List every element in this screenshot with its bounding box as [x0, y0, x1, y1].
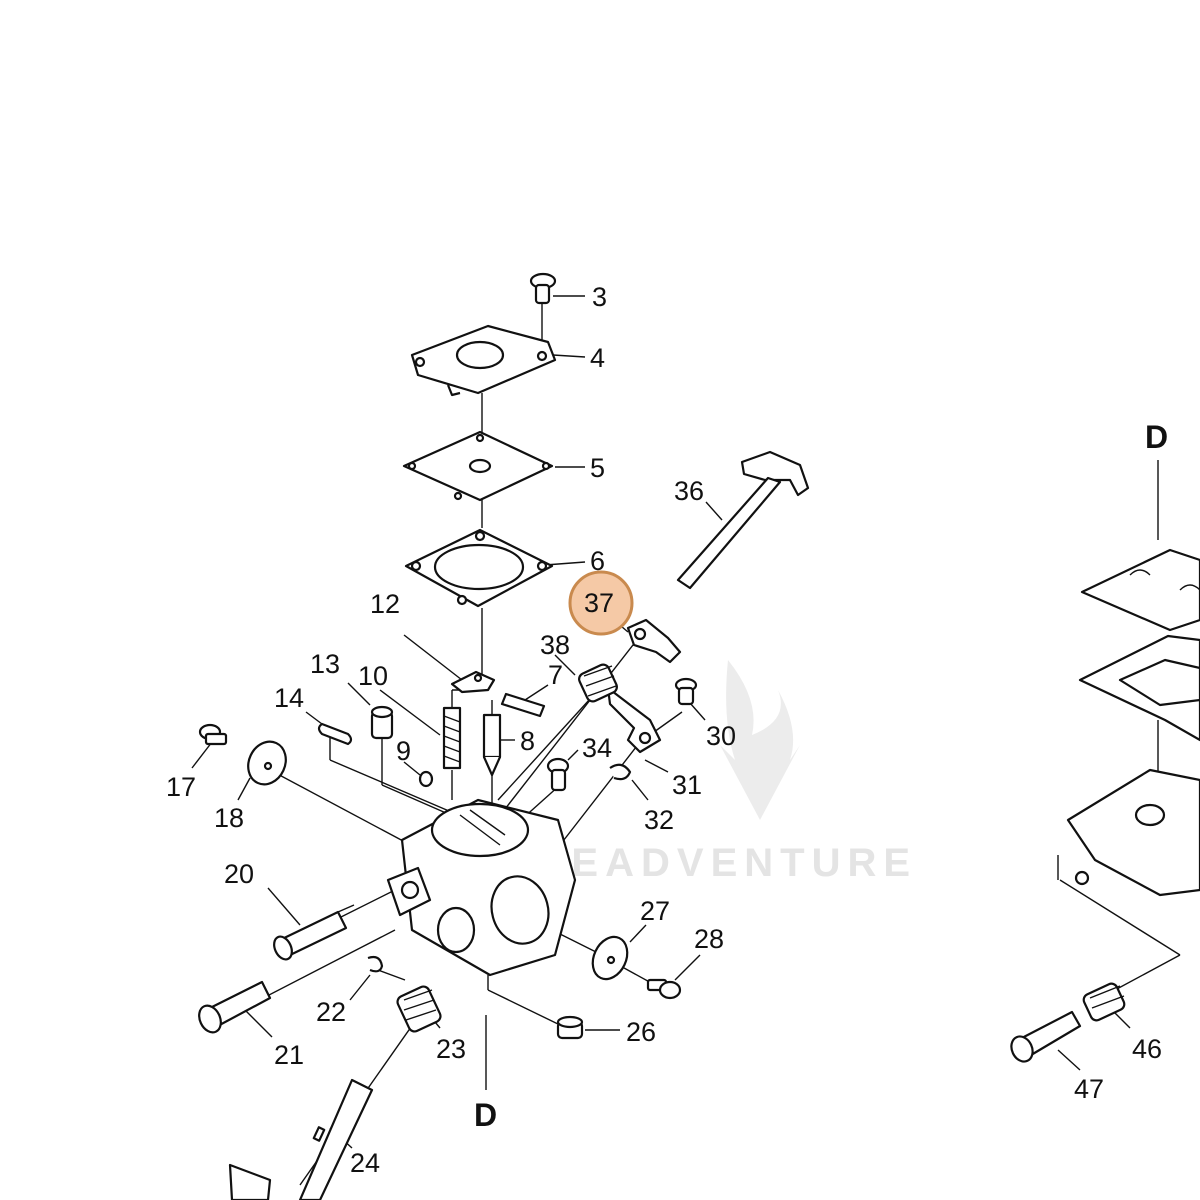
label-18: 18: [214, 803, 244, 833]
part-12-lever: [450, 670, 496, 694]
part-31-lever: [606, 686, 662, 754]
label-37: 37: [584, 588, 614, 618]
part-26-filter: [556, 1015, 584, 1040]
part-13-plug: [370, 705, 394, 740]
label-30: 30: [706, 721, 736, 751]
label-14: 14: [274, 683, 304, 713]
detail-assembly-right: [1010, 548, 1200, 1063]
carburetor-body: [386, 798, 577, 977]
label-32: 32: [644, 805, 674, 835]
label-10: 10: [358, 661, 388, 691]
part-28-screw: [646, 978, 682, 1000]
part-23-spring: [396, 985, 442, 1033]
label-4: 4: [590, 343, 605, 373]
part-3-screw: [529, 272, 557, 305]
part-labels: 3 4 5 6 7 8 9 10 12 13 14 17 18 20 21 22…: [166, 282, 1162, 1178]
part-21-screw: [198, 980, 272, 1034]
section-label-d-right: D: [1145, 419, 1168, 455]
part-7-pin: [500, 692, 546, 718]
label-46: 46: [1132, 1034, 1162, 1064]
part-14-key: [317, 722, 353, 746]
label-3: 3: [592, 282, 607, 312]
part-34-screw: [546, 757, 570, 792]
label-9: 9: [396, 736, 411, 766]
part-17-screw: [198, 723, 228, 746]
label-34: 34: [582, 733, 612, 763]
label-12: 12: [370, 589, 400, 619]
part-18-disc: [247, 740, 287, 786]
label-7: 7: [548, 660, 563, 690]
watermark: LEADVENTURE: [540, 660, 917, 885]
watermark-text: LEADVENTURE: [540, 841, 917, 885]
part-22-clip: [367, 955, 384, 973]
label-27: 27: [640, 896, 670, 926]
label-13: 13: [310, 649, 340, 679]
label-31: 31: [672, 770, 702, 800]
label-6: 6: [590, 546, 605, 576]
part-27-disc: [591, 935, 629, 981]
part-36-shaft: [676, 450, 810, 590]
label-23: 23: [436, 1034, 466, 1064]
part-37-lever: [626, 618, 682, 664]
label-28: 28: [694, 924, 724, 954]
label-47: 47: [1074, 1074, 1104, 1104]
label-38: 38: [540, 630, 570, 660]
section-label-d-bottom: D: [474, 1097, 497, 1133]
label-5: 5: [590, 453, 605, 483]
part-8-needle: [482, 700, 502, 777]
label-17: 17: [166, 772, 196, 802]
label-20: 20: [224, 859, 254, 889]
part-10-spring: [442, 706, 462, 770]
label-36: 36: [674, 476, 704, 506]
label-22: 22: [316, 997, 346, 1027]
part-4-cover: [410, 324, 557, 397]
part-20-screw: [273, 904, 355, 961]
label-26: 26: [626, 1017, 656, 1047]
part-32-clip: [609, 763, 632, 781]
part-24-shaft: [228, 1078, 374, 1200]
part-5-diaphragm: [402, 430, 554, 502]
part-9-oring: [418, 770, 434, 788]
label-8: 8: [520, 726, 535, 756]
label-24: 24: [350, 1148, 380, 1178]
label-21: 21: [274, 1040, 304, 1070]
part-38-spring: [578, 663, 618, 703]
watermark-logo: [720, 660, 800, 820]
highlight-marker-37: [568, 570, 634, 636]
part-6-gasket: [404, 528, 554, 608]
part-30-screw: [674, 677, 698, 706]
